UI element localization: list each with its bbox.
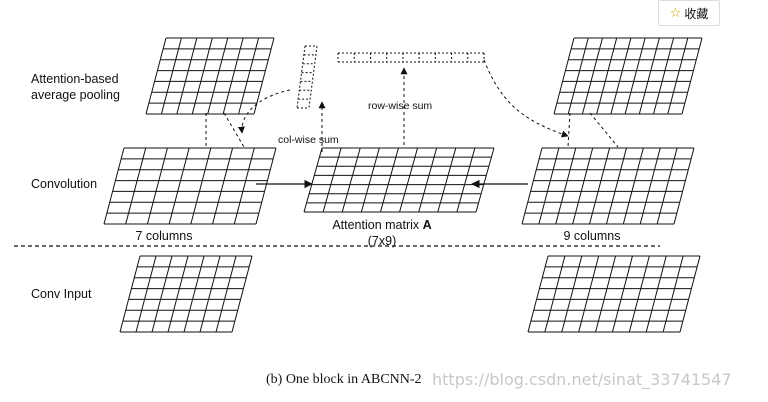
right-input-grid	[527, 255, 701, 333]
favorite-label: 收藏	[684, 6, 709, 21]
right-pool-connector-2	[589, 112, 619, 148]
left-conv-grid	[103, 147, 277, 225]
left-pool-connector-2	[223, 112, 245, 148]
attention-matrix-symbol: A	[422, 218, 432, 232]
row-sum-to-right-pool-arrow	[483, 59, 569, 138]
star-icon: ☆	[669, 5, 682, 21]
row-sum-vector	[337, 52, 485, 63]
right-pooling-grid	[553, 37, 703, 115]
right-conv-grid	[521, 147, 695, 225]
col-sum-vector	[296, 45, 318, 109]
watermark: https://blog.csdn.net/sinat_33741547	[432, 370, 732, 389]
col-wise-sum-label: col-wise sum	[278, 134, 339, 146]
favorite-button[interactable]: ☆ 收藏	[658, 0, 720, 26]
col-sum-to-left-pool-arrow	[237, 89, 291, 134]
conv-input-label: Conv Input	[31, 287, 92, 301]
right-columns-caption: 9 columns	[563, 229, 621, 243]
row-wise-sum-label: row-wise sum	[368, 100, 433, 112]
attention-matrix-grid	[303, 147, 495, 213]
attention-matrix-dims: (7x9)	[367, 234, 397, 248]
left-pooling-grid	[145, 37, 275, 115]
left-columns-caption: 7 columns	[135, 229, 193, 243]
pooling-label-line1: Attention-based	[31, 72, 119, 86]
figure-caption: (b) One block in ABCNN-2	[266, 372, 422, 387]
right-pool-connector-1	[567, 112, 571, 148]
left-input-grid	[119, 255, 253, 333]
convolution-label: Convolution	[31, 177, 98, 191]
attention-matrix-label: Attention matrix A	[332, 218, 432, 232]
pooling-label-line2: average pooling	[31, 88, 120, 102]
